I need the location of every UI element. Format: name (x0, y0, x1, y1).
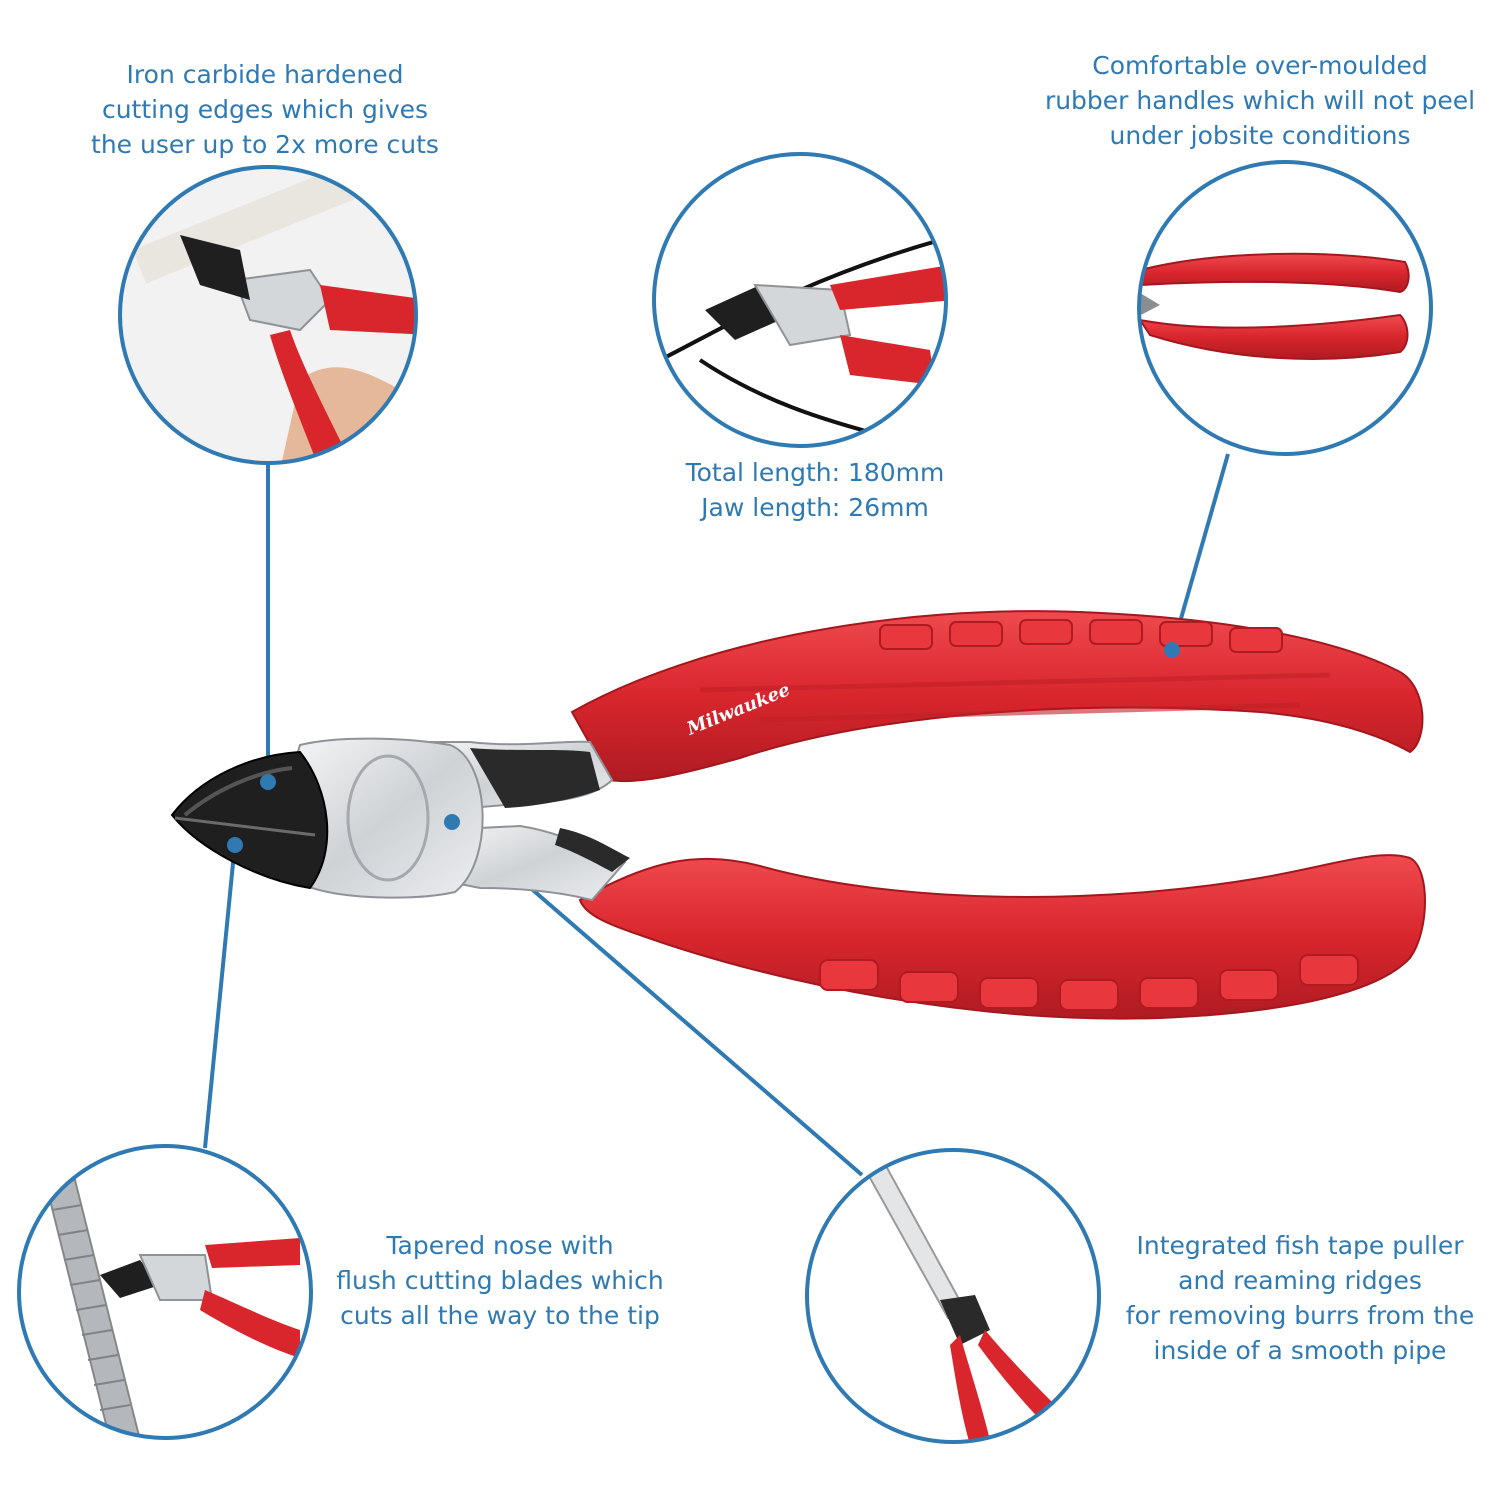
leader-line-nose (203, 842, 237, 1149)
callout-tapered-nose: Tapered nose with flush cutting blades w… (300, 1228, 700, 1333)
callout-line: cutting edges which gives (101, 95, 429, 124)
callout-line: Iron carbide hardened (126, 60, 404, 89)
leader-dot-fish (444, 814, 460, 830)
callout-carbide-edges: Iron carbide hardened cutting edges whic… (40, 57, 490, 162)
inner-gap (470, 748, 630, 872)
leader-dot-nose (227, 837, 243, 853)
pliers-main: Milwaukee (170, 610, 1426, 1020)
callout-fish-tape-puller: Integrated fish tape puller and reaming … (1100, 1228, 1500, 1368)
callout-line: Integrated fish tape puller (1136, 1231, 1464, 1260)
callout-line: and reaming ridges (1178, 1266, 1422, 1295)
leader-dot-handles (1164, 642, 1180, 658)
callout-line: flush cutting blades which (336, 1266, 664, 1295)
callout-line: under jobsite conditions (1109, 121, 1411, 150)
detail-circle-carbide (118, 165, 418, 465)
leader-line-handles (1170, 453, 1230, 651)
lower-handle (578, 854, 1426, 1020)
detail-circle-length (652, 152, 948, 448)
callout-line: Comfortable over-moulded (1092, 51, 1428, 80)
lower-handle-grip-marks (819, 954, 1359, 1011)
cutting-jaw (170, 750, 329, 890)
upper-handle-ridges (699, 672, 1331, 723)
detail-circle-nose (17, 1144, 313, 1440)
callout-line: Jaw length: 26mm (701, 493, 929, 522)
detail-circle-handles (1137, 160, 1433, 456)
callout-line: Tapered nose with (386, 1231, 614, 1260)
jaw-highlight (183, 766, 293, 817)
callout-dimensions: Total length: 180mm Jaw length: 26mm (640, 455, 990, 525)
detail-circle-fish (805, 1148, 1101, 1444)
leader-dot-carbide (260, 774, 276, 790)
upper-handle (570, 610, 1424, 783)
callout-rubber-handles: Comfortable over-moulded rubber handles … (1030, 48, 1490, 153)
callout-line: for removing burrs from the (1125, 1301, 1475, 1330)
jaw-edge (174, 816, 316, 837)
callout-line: Total length: 180mm (685, 458, 945, 487)
callout-line: the user up to 2x more cuts (91, 130, 439, 159)
upper-handle-grip-marks (879, 619, 1283, 653)
callout-line: rubber handles which will not peel (1044, 86, 1476, 115)
callout-line: inside of a smooth pipe (1153, 1336, 1447, 1365)
pivot-rivet (346, 754, 430, 882)
callout-line: cuts all the way to the tip (340, 1301, 660, 1330)
